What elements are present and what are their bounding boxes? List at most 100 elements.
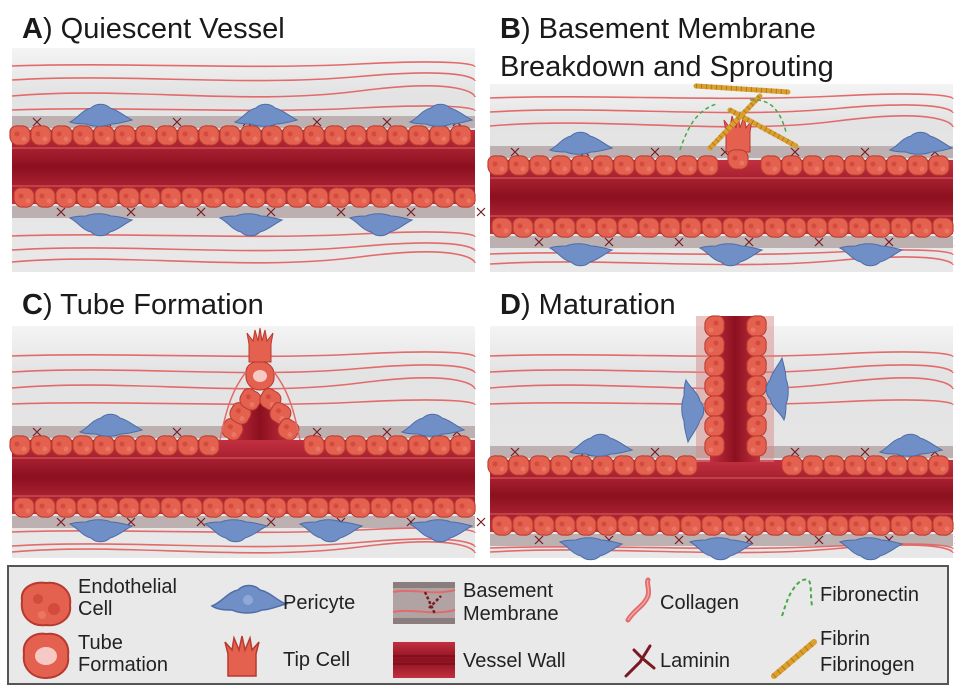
endothelial-cell-icon: [22, 583, 70, 626]
endothelial-cell: [157, 436, 177, 455]
endothelial-cell: [845, 456, 865, 475]
endothelial-cell: [534, 516, 554, 535]
endothelial-cell: [782, 456, 802, 475]
endothelial-cell: [698, 156, 718, 175]
endothelial-cell: [350, 188, 370, 207]
endothelial-cell: [220, 126, 240, 145]
endothelial-cell: [203, 498, 223, 517]
endothelial-cell: [933, 218, 953, 237]
endothelial-cell: [912, 218, 932, 237]
endothelial-cell: [56, 498, 76, 517]
legend-vessel-wall: Vessel Wall: [463, 650, 566, 672]
endothelial-cell: [304, 436, 324, 455]
endothelial-cell: [705, 396, 724, 416]
endothelial-cell: [140, 498, 160, 517]
endothelial-cell: [513, 516, 533, 535]
endothelial-cell: [371, 498, 391, 517]
endothelial-cell: [551, 156, 571, 175]
endothelial-cell: [10, 436, 30, 455]
endothelial-cell: [639, 516, 659, 535]
endothelial-cell: [392, 498, 412, 517]
legend-basement-line1: Basement: [463, 580, 553, 602]
endothelial-cell: [572, 456, 592, 475]
endothelial-cell: [765, 218, 785, 237]
endothelial-cell: [744, 516, 764, 535]
endothelial-cell: [828, 516, 848, 535]
endothelial-cell: [262, 126, 282, 145]
legend-pericyte: Pericyte: [283, 592, 355, 614]
endothelial-cell: [388, 436, 408, 455]
endothelial-cell: [572, 156, 592, 175]
endothelial-cell: [807, 218, 827, 237]
endothelial-cell: [782, 156, 802, 175]
endothelial-cell: [765, 516, 785, 535]
legend-endothelial-line1: Endothelial: [78, 576, 177, 598]
endothelial-cell: [94, 436, 114, 455]
panel-b-title: B) Basement Membrane: [500, 13, 816, 45]
endothelial-cell: [245, 498, 265, 517]
endothelial-cell: [702, 516, 722, 535]
legend-collagen: Collagen: [660, 592, 739, 614]
endothelial-cell: [455, 188, 475, 207]
endothelial-cell: [534, 218, 554, 237]
basement-membrane-icon: [393, 582, 455, 624]
endothelial-cell: [182, 498, 202, 517]
endothelial-cell: [593, 156, 613, 175]
endothelial-cell: [705, 436, 724, 456]
endothelial-cell: [266, 498, 286, 517]
endothelial-cell: [430, 436, 450, 455]
endothelial-cell: [747, 356, 766, 376]
endothelial-cell: [392, 188, 412, 207]
endothelial-cell: [723, 516, 743, 535]
endothelial-cell: [744, 218, 764, 237]
endothelial-cell: [509, 156, 529, 175]
endothelial-cell: [224, 498, 244, 517]
endothelial-cell: [891, 218, 911, 237]
endothelial-cell: [371, 188, 391, 207]
endothelial-cell: [786, 218, 806, 237]
endothelial-cell: [241, 126, 261, 145]
endothelial-cell: [409, 436, 429, 455]
endothelial-cell: [912, 516, 932, 535]
endothelial-cell: [618, 218, 638, 237]
endothelial-cell: [14, 498, 34, 517]
legend-fibrin-line1: Fibrin: [820, 628, 870, 650]
endothelial-cell: [929, 456, 949, 475]
endothelial-cell: [705, 336, 724, 356]
endothelial-cell: [576, 218, 596, 237]
endothelial-cell: [94, 126, 114, 145]
endothelial-cell: [287, 188, 307, 207]
endothelial-cell: [325, 436, 345, 455]
legend-laminin: Laminin: [660, 650, 730, 672]
endothelial-cell: [136, 436, 156, 455]
endothelial-cell: [705, 356, 724, 376]
endothelial-cell: [329, 498, 349, 517]
endothelial-cell: [203, 188, 223, 207]
endothelial-cell: [409, 126, 429, 145]
endothelial-cell: [618, 516, 638, 535]
endothelial-cell: [705, 416, 724, 436]
endothelial-cell: [98, 498, 118, 517]
endothelial-cell: [161, 498, 181, 517]
endothelial-cell: [635, 156, 655, 175]
endothelial-cell: [73, 126, 93, 145]
endothelial-cell: [287, 498, 307, 517]
endothelial-cell: [705, 316, 724, 336]
endothelial-cell: [866, 156, 886, 175]
endothelial-cell: [350, 498, 370, 517]
endothelial-cell: [136, 126, 156, 145]
endothelial-cell: [488, 456, 508, 475]
endothelial-cell: [509, 456, 529, 475]
endothelial-cell: [845, 156, 865, 175]
endothelial-cell: [677, 156, 697, 175]
endothelial-cell: [530, 456, 550, 475]
endothelial-cell: [849, 516, 869, 535]
endothelial-cell: [870, 516, 890, 535]
endothelial-cell: [367, 126, 387, 145]
endothelial-cell: [677, 456, 697, 475]
endothelial-cell: [551, 456, 571, 475]
endothelial-cell: [747, 436, 766, 456]
panel-c-title: C) Tube Formation: [22, 289, 264, 321]
endothelial-cell: [849, 218, 869, 237]
endothelial-cell: [614, 456, 634, 475]
